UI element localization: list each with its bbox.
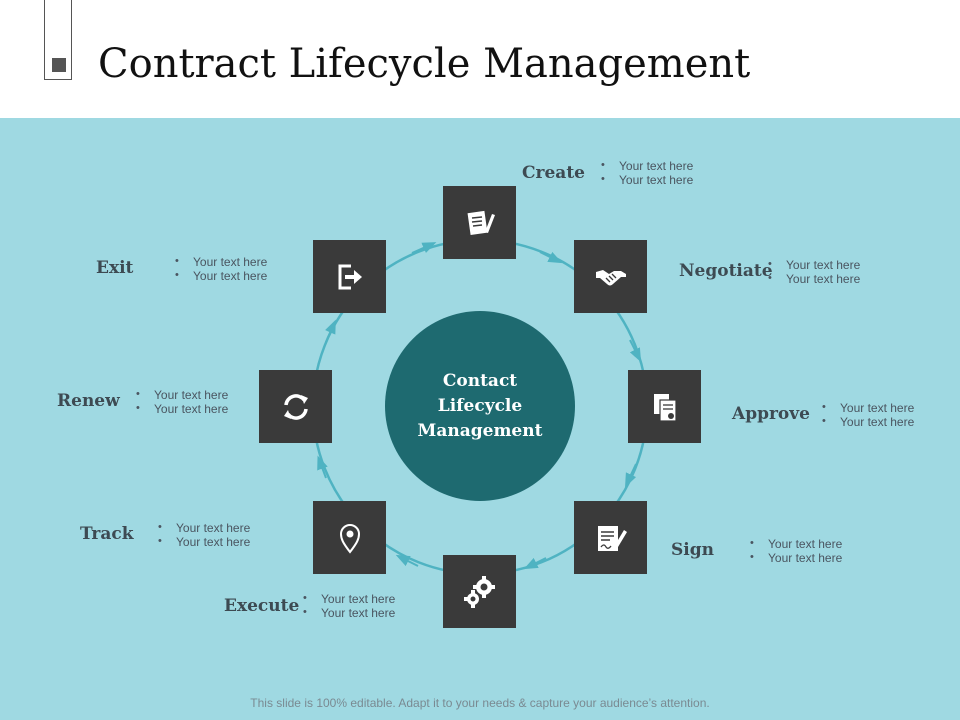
execute-box xyxy=(443,555,516,628)
bullet-item: Your text here xyxy=(136,401,228,416)
bullet-item: Your text here xyxy=(768,257,860,272)
footer-note: This slide is 100% editable. Adapt it to… xyxy=(250,696,710,710)
signature-icon xyxy=(597,525,627,551)
bullet-item: Your text here xyxy=(303,591,395,606)
center-circle: Contact Lifecycle Management xyxy=(385,311,575,501)
exit-box xyxy=(313,240,386,313)
stage-label-create: Create xyxy=(522,163,585,183)
create-box xyxy=(443,186,516,259)
stage-label-exit: Exit xyxy=(96,258,134,278)
bullet-item: Your text here xyxy=(175,268,267,283)
track-bullets: Your text here Your text here xyxy=(158,520,250,549)
bullet-item: Your text here xyxy=(303,605,395,620)
center-label: Contact Lifecycle Management xyxy=(417,370,543,441)
renew-bullets: Your text here Your text here xyxy=(136,387,228,416)
bullet-item: Your text here xyxy=(768,271,860,286)
approve-box xyxy=(628,370,701,443)
handshake-icon xyxy=(595,269,626,285)
renew-box xyxy=(259,370,332,443)
bullet-item: Your text here xyxy=(750,536,842,551)
documents-icon xyxy=(653,393,677,422)
approve-bullets: Your text here Your text here xyxy=(822,400,914,429)
slide-header: Contract Lifecycle Management xyxy=(0,0,960,118)
bullet-item: Your text here xyxy=(822,414,914,429)
sign-box xyxy=(574,501,647,574)
refresh-icon xyxy=(283,393,308,420)
bullet-item: Your text here xyxy=(750,550,842,565)
bullet-item: Your text here xyxy=(822,400,914,415)
bullet-item: Your text here xyxy=(601,158,693,173)
bullet-item: Your text here xyxy=(601,172,693,187)
bullet-item: Your text here xyxy=(158,534,250,549)
exit-icon xyxy=(338,264,362,289)
execute-bullets: Your text here Your text here xyxy=(303,591,395,620)
sign-bullets: Your text here Your text here xyxy=(750,536,842,565)
negotiate-bullets: Your text here Your text here xyxy=(768,257,860,286)
stage-label-sign: Sign xyxy=(671,540,714,560)
negotiate-box xyxy=(574,240,647,313)
track-box xyxy=(313,501,386,574)
gears-icon xyxy=(463,575,495,608)
stage-label-renew: Renew xyxy=(57,391,120,411)
bullet-item: Your text here xyxy=(175,254,267,269)
exit-bullets: Your text here Your text here xyxy=(175,254,267,283)
cycle-arrows xyxy=(317,242,642,570)
create-bullets: Your text here Your text here xyxy=(601,158,693,187)
map-pin-icon xyxy=(339,523,360,554)
bullet-item: Your text here xyxy=(136,387,228,402)
stage-label-negotiate: Negotiate xyxy=(679,261,773,281)
bullet-item: Your text here xyxy=(158,520,250,535)
stage-label-execute: Execute xyxy=(224,596,300,616)
document-pen-icon xyxy=(467,210,495,235)
header-decoration xyxy=(44,0,72,80)
stage-label-approve: Approve xyxy=(732,404,810,424)
stage-label-track: Track xyxy=(80,524,134,544)
slide-title: Contract Lifecycle Management xyxy=(98,41,751,87)
